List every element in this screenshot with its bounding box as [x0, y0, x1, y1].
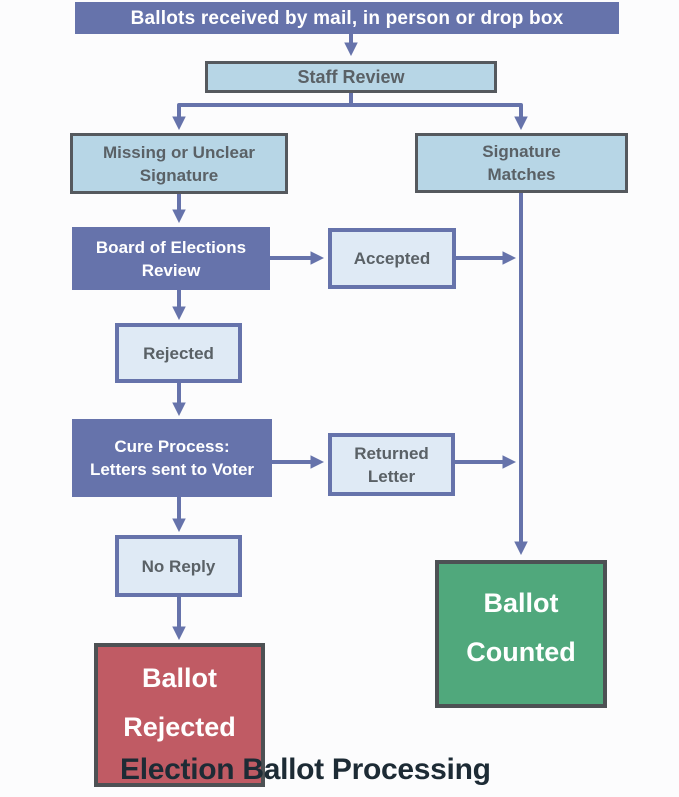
- node-returned-letter-line1: Returned: [354, 443, 429, 463]
- node-ballot-counted-line1: Ballot: [483, 588, 559, 618]
- node-signature-matches-line2: Matches: [487, 165, 556, 184]
- node-missing-or-unclear-signature: Missing or Unclear Signature: [70, 133, 288, 194]
- node-returned-letter: Returned Letter: [328, 433, 455, 496]
- node-returned-letter-line2: Letter: [367, 466, 416, 486]
- node-accepted-label: Accepted: [353, 249, 431, 268]
- node-no-reply: No Reply: [115, 535, 242, 597]
- node-signature-matches: Signature Matches: [415, 133, 628, 193]
- node-cure-process: Cure Process: Letters sent to Voter: [72, 419, 272, 497]
- node-rejected-label: Rejected: [143, 343, 214, 363]
- node-signature-matches-line1: Signature: [482, 142, 561, 161]
- node-board-review-line1: Board of Elections: [95, 237, 247, 257]
- node-missing-signature-line1: Missing or Unclear: [102, 142, 256, 162]
- arrow-staff-review-split: [172, 103, 528, 131]
- node-ballot-rejected-line1: Ballot: [141, 663, 217, 693]
- node-board-review-line2: Review: [141, 260, 201, 280]
- node-cure-process-line2: Letters sent to Voter: [89, 460, 255, 479]
- node-ballots-received: Ballots received by mail, in person or d…: [75, 2, 619, 34]
- node-ballot-counted-line2: Counted: [466, 637, 576, 667]
- node-ballot-counted: Ballot Counted: [435, 560, 607, 708]
- node-cure-process-line1: Cure Process:: [114, 437, 230, 456]
- node-no-reply-label: No Reply: [141, 556, 216, 576]
- node-ballots-received-label: Ballots received by mail, in person or d…: [130, 7, 564, 29]
- node-rejected: Rejected: [115, 323, 242, 383]
- node-accepted: Accepted: [328, 228, 456, 289]
- node-staff-review-label: Staff Review: [297, 66, 405, 87]
- node-ballot-rejected-line2: Rejected: [123, 712, 236, 742]
- node-staff-review: Staff Review: [205, 61, 497, 93]
- node-board-of-elections-review: Board of Elections Review: [72, 227, 270, 290]
- diagram-title: Election Ballot Processing: [120, 753, 491, 786]
- node-missing-signature-line2: Signature: [139, 165, 219, 185]
- node-ballot-rejected: Ballot Rejected: [94, 643, 265, 787]
